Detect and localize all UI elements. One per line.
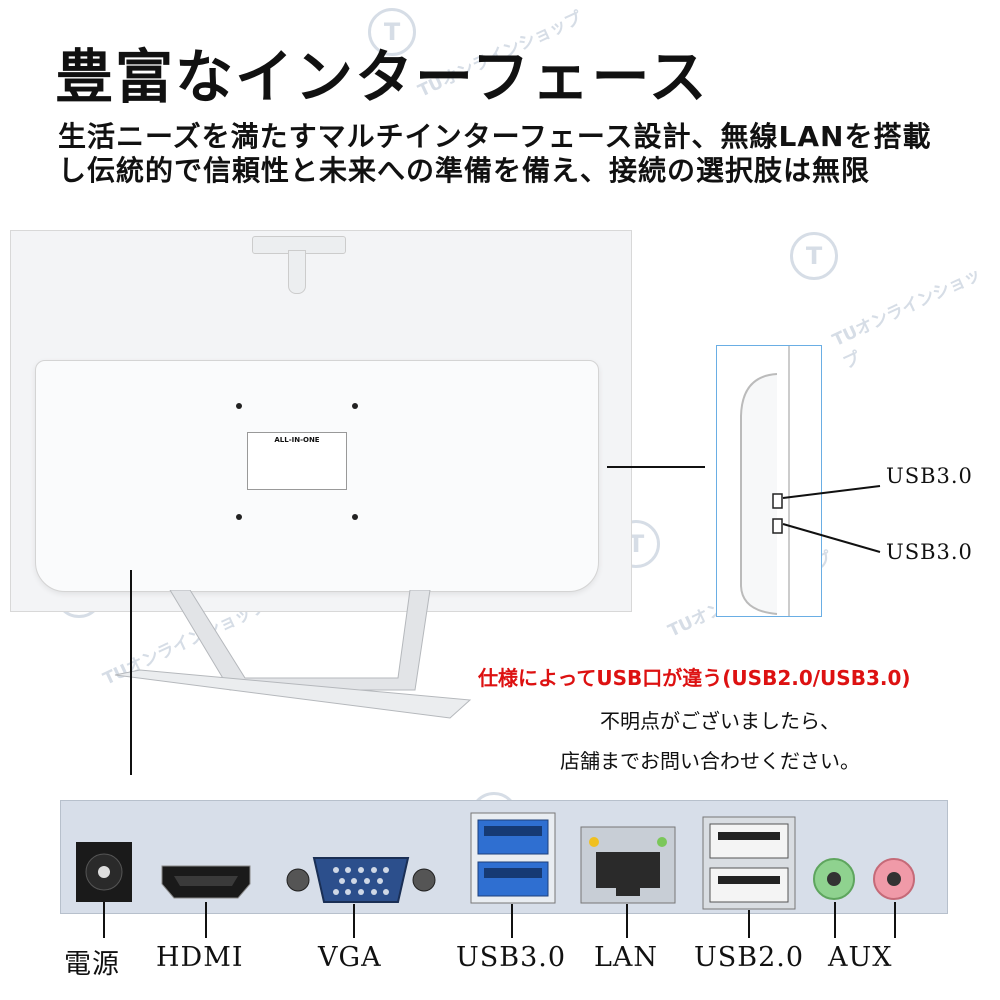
port-label-lan: LAN <box>594 942 659 973</box>
pointer-line <box>834 902 836 938</box>
side-profile-icon <box>740 346 790 616</box>
port-label-vga: VGA <box>318 942 382 973</box>
pointer-line <box>353 904 355 938</box>
usb-spec-warning: 仕様によってUSB口が違う(USB2.0/USB3.0) <box>478 666 911 690</box>
watermark-logo: T <box>790 232 838 280</box>
audio-jack-icon <box>813 858 915 900</box>
vesa-screw-icon <box>352 403 358 409</box>
webcam-stem <box>288 250 306 294</box>
pointer-line <box>130 570 132 775</box>
side-usb-label-1: USB3.0 <box>886 464 973 488</box>
usb3-port-icon <box>470 812 556 904</box>
pointer-line <box>205 902 207 938</box>
pointer-line <box>103 902 105 938</box>
power-jack-icon <box>76 842 132 902</box>
lan-port-icon <box>580 826 676 904</box>
watermark-text: TUオンラインショップ <box>829 264 985 374</box>
page-title: 豊富なインターフェース <box>55 43 709 111</box>
side-view-image <box>716 345 822 617</box>
contact-note-line2: 店舗までお問い合わせください。 <box>560 749 860 773</box>
watermark-logo: T <box>368 8 416 56</box>
monitor-stand <box>114 590 472 719</box>
pointer-line <box>748 910 750 938</box>
port-label-usb3: USB3.0 <box>456 942 567 973</box>
port-label-aux: AUX <box>828 942 893 973</box>
usb-pointer-lines <box>782 485 881 553</box>
pointer-line <box>511 904 513 938</box>
product-sticker: ALL-IN-ONE <box>247 432 347 490</box>
page-description: 生活ニーズを満たすマルチインターフェース設計、無線LANを搭載し伝統的で信頼性と… <box>58 120 932 187</box>
sticker-title: ALL-IN-ONE <box>274 436 320 444</box>
port-label-usb2: USB2.0 <box>694 942 805 973</box>
port-label-hdmi: HDMI <box>156 942 244 973</box>
hdmi-port-icon <box>161 865 251 899</box>
usb2-port-icon <box>702 816 796 910</box>
contact-note-line1: 不明点がございましたら、 <box>600 709 840 733</box>
port-label-power: 電源 <box>64 949 120 980</box>
vesa-screw-icon <box>236 403 242 409</box>
pointer-line <box>894 902 896 938</box>
side-usb-label-2: USB3.0 <box>886 540 973 564</box>
pointer-line <box>626 904 628 938</box>
pointer-line <box>607 466 705 468</box>
vga-port-icon <box>286 857 436 903</box>
vesa-screw-icon <box>236 514 242 520</box>
vesa-screw-icon <box>352 514 358 520</box>
